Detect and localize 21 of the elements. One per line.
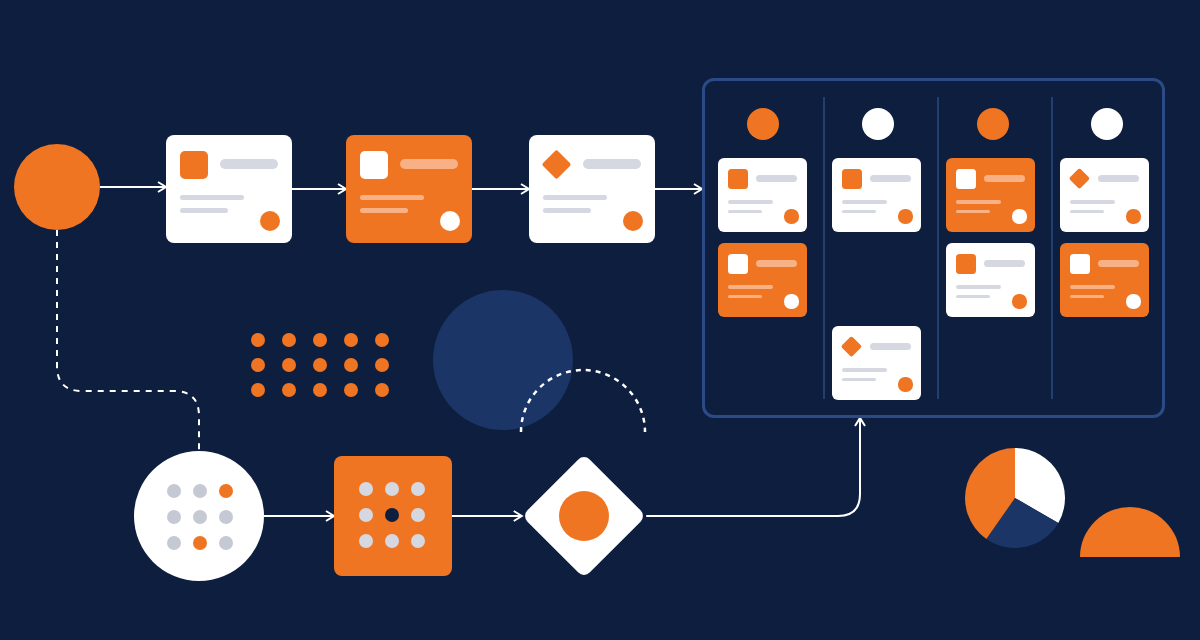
arrow (291, 183, 347, 195)
arrow (451, 510, 523, 522)
kanban-card (946, 158, 1035, 232)
arrow (99, 181, 167, 193)
arrow (654, 183, 703, 195)
kanban-card (832, 158, 921, 232)
kanban-card (946, 243, 1035, 317)
dot-grid-square (334, 456, 452, 576)
arrow (471, 183, 530, 195)
arrow (645, 417, 866, 517)
kanban-card (1060, 243, 1149, 317)
arrow (263, 510, 335, 522)
kanban-card (832, 326, 921, 400)
kanban-board (702, 78, 1165, 418)
kanban-card (1060, 158, 1149, 232)
dashed-connector (56, 229, 200, 452)
task-card (529, 135, 655, 243)
task-card (346, 135, 472, 243)
task-card (166, 135, 292, 243)
kanban-card (718, 158, 807, 232)
kanban-card (718, 243, 807, 317)
